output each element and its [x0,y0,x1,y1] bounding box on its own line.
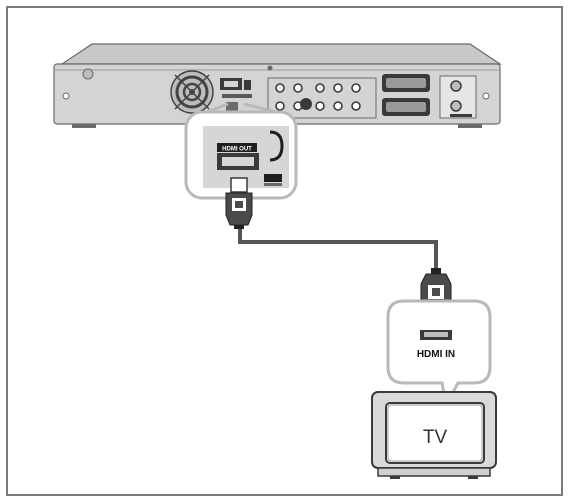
rca-jacks [275,83,361,111]
port-icon [226,102,238,112]
fan-icon [170,70,214,114]
tv-screen [385,402,485,464]
player-top-face [60,43,502,65]
hdmi-out-label: HDMI OUT [222,147,252,153]
hdmi-cable [238,228,438,270]
port-label-plate [217,143,257,152]
screw-icon [267,65,273,71]
hdmi-plug-icon [225,177,253,229]
hdmi-in-label: HDMI IN [417,349,455,360]
tv-label: TV [423,427,448,448]
screw-icon [482,92,490,100]
scart-socket-icon [382,98,430,116]
tv-set [371,391,497,479]
player-foot [458,124,482,128]
screw-icon [62,92,70,100]
player-foot [72,124,96,128]
antenna-out-icon [450,100,462,112]
player-unit [53,43,502,128]
tv-stand [377,467,491,477]
av-jack-panel [267,77,377,119]
screw-icon [82,68,94,80]
port-icon [244,80,251,90]
antenna-in-icon [450,80,462,92]
s-video-icon [300,98,312,110]
scart-socket-icon [382,74,430,92]
